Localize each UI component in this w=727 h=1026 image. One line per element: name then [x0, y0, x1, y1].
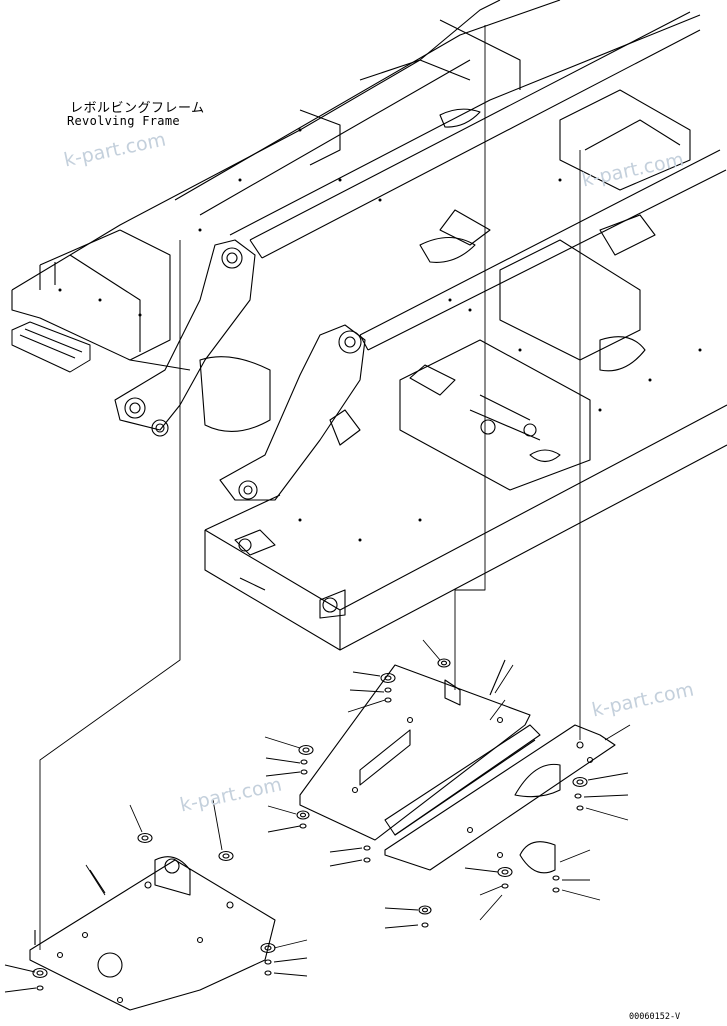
reference-lines [39, 25, 581, 950]
bolt-and-washer-set [32, 658, 588, 991]
part-name-english: Revolving Frame [67, 114, 180, 128]
undercover-plate-right [384, 724, 616, 874]
revolving-frame [11, 0, 727, 651]
part-leader-lines [4, 639, 631, 993]
part-name-japanese: レボルビングフレーム [70, 101, 205, 116]
drawing-code: 00060152-V [629, 1012, 681, 1022]
undercover-plate-middle [299, 659, 541, 841]
undercover-plate-left [29, 856, 276, 1011]
